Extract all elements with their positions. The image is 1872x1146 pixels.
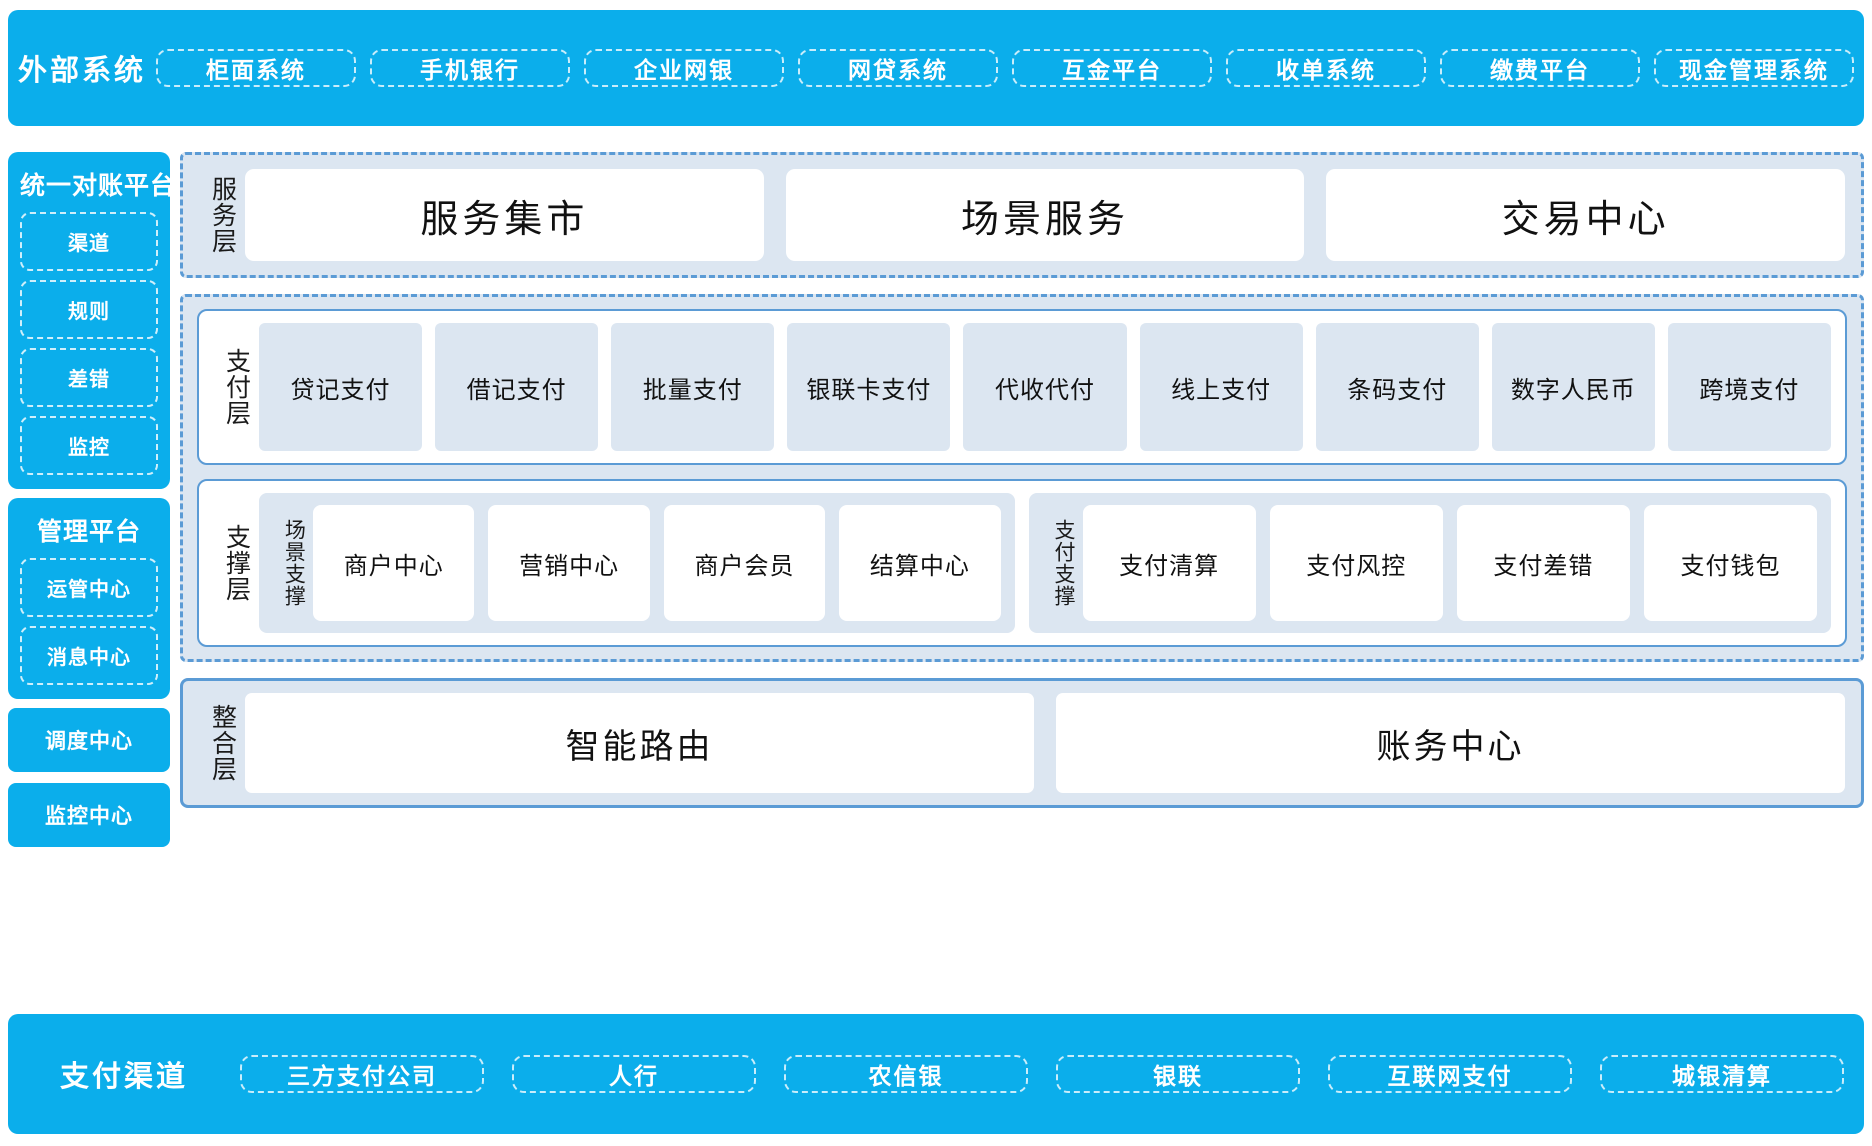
integration-layer-label: 整合层 xyxy=(208,704,237,782)
payment-card[interactable]: 批量支付 xyxy=(611,323,775,451)
payment-layer-cards: 贷记支付 借记支付 批量支付 银联卡支付 代收代付 线上支付 条码支付 数字人民… xyxy=(259,323,1831,451)
external-system-chip[interactable]: 网贷系统 xyxy=(798,49,998,87)
integration-layer: 整合层 智能路由 账务中心 xyxy=(180,678,1864,808)
service-card-scenario[interactable]: 场景服务 xyxy=(785,169,1305,261)
external-system-chip[interactable]: 企业网银 xyxy=(584,49,784,87)
service-card-transaction-center[interactable]: 交易中心 xyxy=(1326,169,1846,261)
payment-channel-chip[interactable]: 城银清算 xyxy=(1600,1055,1844,1093)
management-platform-panel: 管理平台 运管中心 消息中心 xyxy=(8,498,170,699)
external-system-chip[interactable]: 柜面系统 xyxy=(156,49,356,87)
payment-layer-label: 支付层 xyxy=(222,348,251,426)
payment-channel-chip[interactable]: 三方支付公司 xyxy=(240,1055,484,1093)
left-sidebar: 统一对账平台 渠道 规则 差错 监控 管理平台 运管中心 消息中心 调度中心 监… xyxy=(8,152,177,858)
payment-channel-chip[interactable]: 银联 xyxy=(1056,1055,1300,1093)
sidebar-item-channel[interactable]: 渠道 xyxy=(20,212,158,271)
payment-support-cards: 支付清算 支付风控 支付差错 支付钱包 xyxy=(1082,505,1817,621)
support-card-payment-clearing[interactable]: 支付清算 xyxy=(1082,505,1256,621)
payment-card[interactable]: 代收代付 xyxy=(963,323,1127,451)
sidebar-item-operations-center[interactable]: 运管中心 xyxy=(20,558,158,617)
support-card-payment-risk[interactable]: 支付风控 xyxy=(1269,505,1443,621)
payment-layer: 支付层 贷记支付 借记支付 批量支付 银联卡支付 代收代付 线上支付 条码支付 … xyxy=(197,309,1847,465)
scene-support-label: 场景支撑 xyxy=(282,519,306,607)
payment-card[interactable]: 银联卡支付 xyxy=(787,323,951,451)
core-layers-group: 支付层 贷记支付 借记支付 批量支付 银联卡支付 代收代付 线上支付 条码支付 … xyxy=(180,294,1864,662)
support-layer: 支撑层 场景支撑 商户中心 营销中心 商户会员 结算中心 支付支撑 xyxy=(197,479,1847,647)
scene-support-group: 场景支撑 商户中心 营销中心 商户会员 结算中心 xyxy=(259,493,1015,633)
support-card-settlement-center[interactable]: 结算中心 xyxy=(839,505,1001,621)
payment-card[interactable]: 跨境支付 xyxy=(1667,323,1831,451)
payment-channel-chip[interactable]: 人行 xyxy=(512,1055,756,1093)
external-systems-bar: 外部系统 柜面系统 手机银行 企业网银 网贷系统 互金平台 收单系统 缴费平台 … xyxy=(8,10,1864,126)
support-layer-groups: 场景支撑 商户中心 营销中心 商户会员 结算中心 支付支撑 支付清算 支付风控 xyxy=(259,493,1831,633)
payment-card[interactable]: 贷记支付 xyxy=(259,323,423,451)
payment-channel-chip[interactable]: 互联网支付 xyxy=(1328,1055,1572,1093)
payment-channel-chip[interactable]: 农信银 xyxy=(784,1055,1028,1093)
payment-card[interactable]: 条码支付 xyxy=(1315,323,1479,451)
external-systems-items: 柜面系统 手机银行 企业网银 网贷系统 互金平台 收单系统 缴费平台 现金管理系… xyxy=(156,35,1854,101)
support-card-merchant-center[interactable]: 商户中心 xyxy=(313,505,475,621)
management-platform-title: 管理平台 xyxy=(36,518,141,546)
integration-layer-cards: 智能路由 账务中心 xyxy=(245,693,1845,793)
external-system-chip[interactable]: 互金平台 xyxy=(1012,49,1212,87)
reconciliation-platform-title: 统一对账平台 xyxy=(20,172,177,200)
sidebar-item-scheduling-center[interactable]: 调度中心 xyxy=(8,708,170,772)
sidebar-item-message-center[interactable]: 消息中心 xyxy=(20,626,158,685)
external-system-chip[interactable]: 手机银行 xyxy=(370,49,570,87)
platform-layers: 服务层 服务集市 场景服务 交易中心 支付层 贷记支付 借记支付 批量支付 银联… xyxy=(180,152,1864,808)
sidebar-item-monitoring-center[interactable]: 监控中心 xyxy=(8,783,170,847)
service-layer: 服务层 服务集市 场景服务 交易中心 xyxy=(180,152,1864,278)
service-layer-label: 服务层 xyxy=(208,176,237,254)
service-card-marketplace[interactable]: 服务集市 xyxy=(245,169,764,261)
payment-card[interactable]: 线上支付 xyxy=(1139,323,1303,451)
support-card-payment-error[interactable]: 支付差错 xyxy=(1456,505,1630,621)
support-card-payment-wallet[interactable]: 支付钱包 xyxy=(1643,505,1817,621)
sidebar-item-rule[interactable]: 规则 xyxy=(20,280,158,339)
integration-card-smart-routing[interactable]: 智能路由 xyxy=(245,693,1034,793)
service-layer-cards: 服务集市 场景服务 交易中心 xyxy=(245,169,1846,261)
payment-channels-bar: 支付渠道 三方支付公司 人行 农信银 银联 互联网支付 城银清算 xyxy=(8,1014,1864,1134)
support-layer-label: 支撑层 xyxy=(222,524,251,602)
payment-channels-title: 支付渠道 xyxy=(59,1061,188,1093)
external-system-chip[interactable]: 收单系统 xyxy=(1226,49,1426,87)
external-systems-title: 外部系统 xyxy=(17,55,146,87)
reconciliation-platform-panel: 统一对账平台 渠道 规则 差错 监控 xyxy=(8,152,177,489)
integration-card-accounting-center[interactable]: 账务中心 xyxy=(1056,693,1845,793)
scene-support-cards: 商户中心 营销中心 商户会员 结算中心 xyxy=(313,505,1001,621)
sidebar-item-error[interactable]: 差错 xyxy=(20,348,158,407)
external-system-chip[interactable]: 现金管理系统 xyxy=(1654,49,1854,87)
payment-channels-items: 三方支付公司 人行 农信银 银联 互联网支付 城银清算 xyxy=(240,1041,1844,1107)
payment-card[interactable]: 借记支付 xyxy=(435,323,599,451)
external-system-chip[interactable]: 缴费平台 xyxy=(1440,49,1640,87)
support-card-marketing-center[interactable]: 营销中心 xyxy=(488,505,650,621)
sidebar-item-monitor[interactable]: 监控 xyxy=(20,416,158,475)
payment-support-group: 支付支撑 支付清算 支付风控 支付差错 支付钱包 xyxy=(1028,493,1831,633)
support-card-merchant-member[interactable]: 商户会员 xyxy=(663,505,826,621)
payment-support-label: 支付支撑 xyxy=(1051,519,1075,607)
payment-card[interactable]: 数字人民币 xyxy=(1491,323,1655,451)
